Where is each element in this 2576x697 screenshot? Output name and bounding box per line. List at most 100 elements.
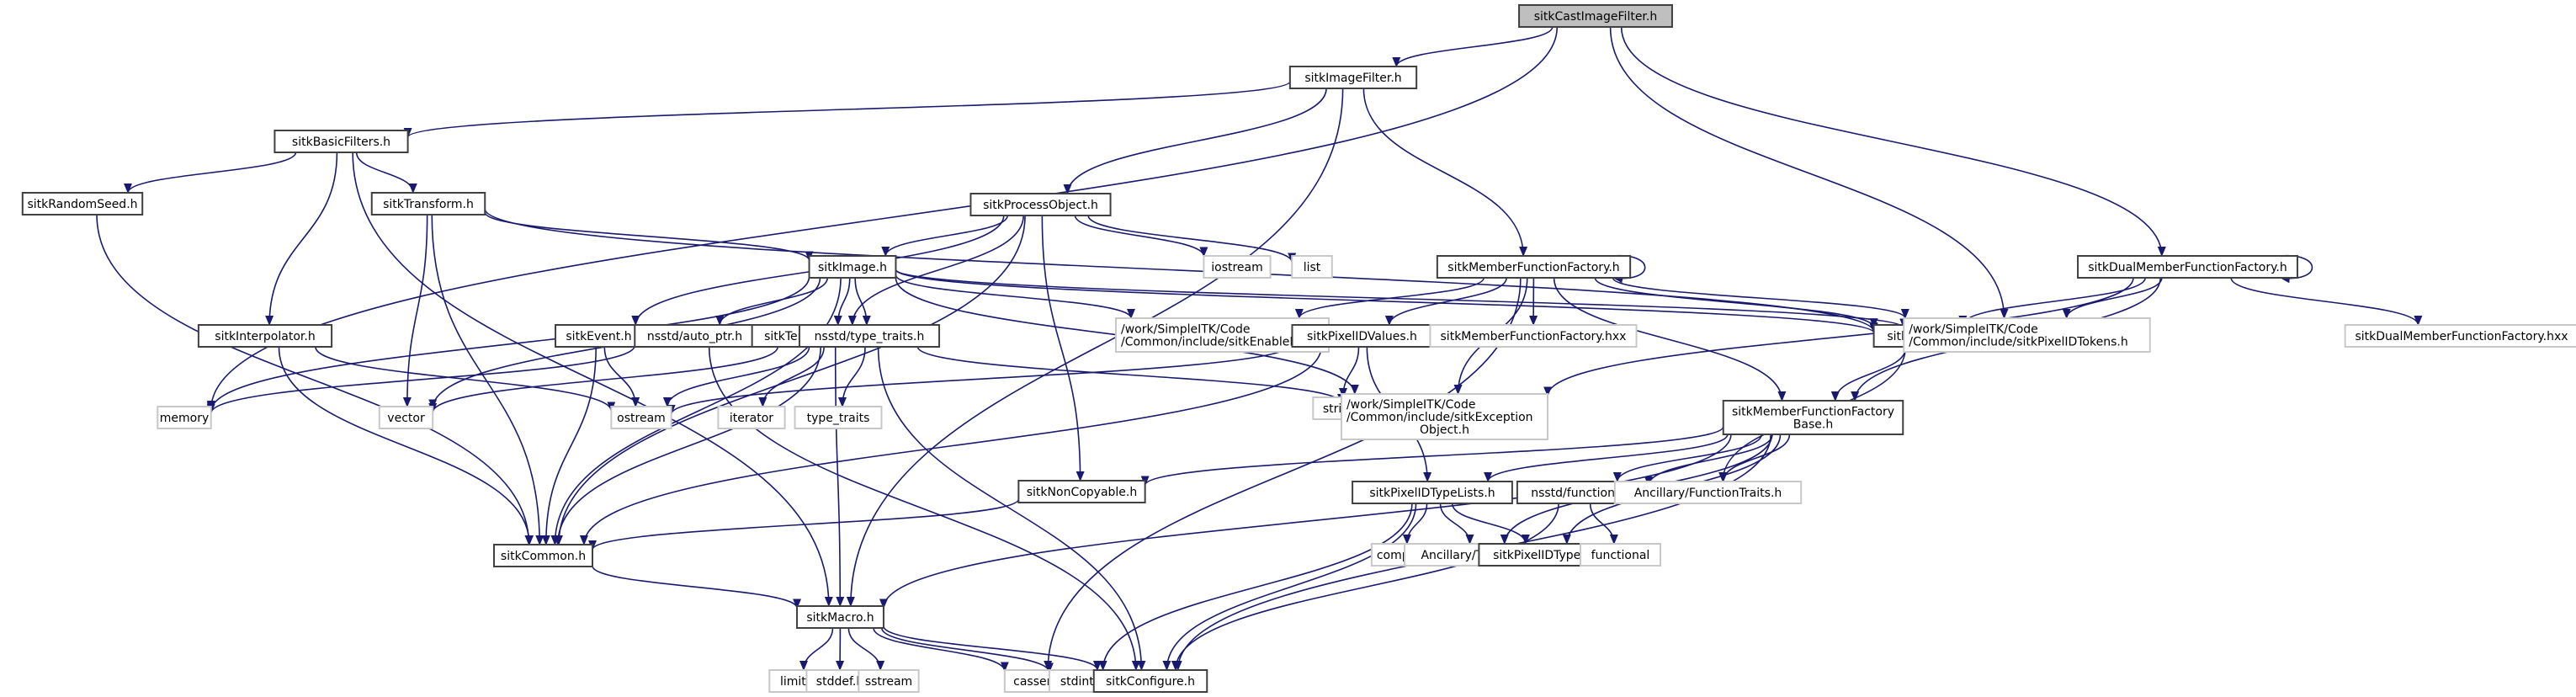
node-pixelidvalues[interactable]: sitkPixelIDValues.h [1291,324,1433,348]
node-label: sitkRandomSeed.h [27,198,137,211]
node-common[interactable]: sitkCommon.h [493,544,593,567]
node-pixelidtypelists[interactable]: sitkPixelIDTypeLists.h [1352,481,1513,504]
edge-typetraits_h-to-configure [877,346,1146,671]
node-exceptionobject: /work/SimpleITK/Code/Common/include/sitk… [1340,393,1549,440]
edge-basicfilters-to-randomseed [124,152,297,194]
node-label: sitkDualMemberFunctionFactory.hxx [2355,330,2568,343]
edge-cast-to-imagefilter [1392,26,1554,67]
nodes-layer: sitkCastImageFilter.h sitkImageFilter.h si… [21,4,2576,693]
node-box [1436,255,1632,279]
node-label: sitkDualMemberFunctionFactory.h [2088,261,2287,274]
edge-basicfilters-to-transform [355,152,417,194]
edge-macro-to-configure [883,625,1102,671]
edge-pixelidvalues-to-ostream [667,343,1293,415]
node-label: sitkNonCopyable.h [1027,486,1138,499]
node-box [634,324,756,348]
node-box [1352,481,1513,504]
edge-macro-to-sstream [847,627,885,671]
node-label: /Common/include/sitkPixelIDTokens.h [1909,336,2127,349]
node-randomseed[interactable]: sitkRandomSeed.h [21,192,144,215]
node-label: cassert [1013,675,1056,689]
node-box [1340,393,1549,440]
edge-macro-to-limits [799,627,834,671]
node-macro[interactable]: sitkMacro.h [796,605,884,629]
node-label: sitkMacro.h [806,611,874,625]
edge-mff-to-pixelidvalues [1384,277,1507,326]
node-label: sitkMemberFunctionFactory [1732,406,1894,419]
edge-image-to-typetraits_h [854,277,871,326]
node-transform[interactable]: sitkTransform.h [370,192,486,215]
node-interpolator[interactable]: sitkInterpolator.h [197,324,333,348]
edge-randomseed-to-common [96,214,534,545]
node-box [858,669,920,693]
node-label: nsstd/auto_ptr.h [647,330,742,343]
node-autoptr[interactable]: nsstd/auto_ptr.h [634,324,756,348]
edge-imagefilter-to-mff [1362,88,1528,257]
edge-event-to-common [541,346,598,545]
node-mff[interactable]: sitkMemberFunctionFactory.h [1436,255,1632,279]
edge-functional_h-to-configure [1171,503,1559,671]
edge-pixelidtypelists-to-stdint [1098,503,1413,671]
node-label: type_traits [807,412,870,425]
node-event[interactable]: sitkEvent.h [555,324,643,348]
node-dmff[interactable]: sitkDualMemberFunctionFactory.h [2077,255,2298,279]
edge-processobject-to-iostream [1074,215,1208,258]
edge-autoptr-to-configure [708,346,1140,671]
edge-templatefunctions-to-exceptionobject [916,346,1346,404]
node-label: sstream [865,675,912,689]
edge-templatefunctions-to-macro [834,346,845,607]
edge-transform-to-vector [402,214,428,407]
node-label: Object.h [1420,423,1469,437]
node-label: Ancillary/FunctionTraits.h [1634,487,1782,500]
node-box [157,406,212,429]
node-label: sitkBasicFilters.h [292,136,390,149]
node-box [798,324,941,348]
node-box [796,605,884,629]
node-label: Base.h [1793,418,1833,432]
node-box [610,406,672,429]
node-label: ostream [617,412,666,425]
edge-transform-to-detail [484,208,1878,333]
node-box [2344,324,2576,348]
node-label: vector [387,412,425,425]
node-label: /Common/include/sitkEnableIf.h [1121,336,1308,349]
edge-processobject-to-list [1087,215,1297,263]
edge-templatefunctions-to-ostream [662,346,810,407]
edge-cast-to-pixelidtokens [1609,26,2009,319]
node-label: sitkPixelIDValues.h [1307,330,1417,343]
node-ostream: ostream [610,406,672,429]
node-box [21,192,144,215]
node-processobject[interactable]: sitkProcessObject.h [969,193,1112,216]
node-box [274,130,409,153]
edge-processobject-to-noncopyable [1041,215,1085,482]
node-box [1203,255,1272,279]
edge-image-to-detail [895,269,1878,334]
edge-templatefunctions-to-vector [428,346,778,413]
edge-templatefunctions-to-iterator [758,346,825,407]
node-imagefilter[interactable]: sitkImageFilter.h [1288,66,1418,89]
edge-detail-to-mffbase [1830,346,1907,402]
node-cast[interactable]: sitkCastImageFilter.h [1518,4,1673,28]
node-label: sitkCastImageFilter.h [1534,10,1657,24]
node-box [794,406,883,429]
node-functiontraits: Ancillary/FunctionTraits.h [1613,481,1803,504]
node-image[interactable]: sitkImage.h [808,255,897,279]
edge-image-to-pixelidtokens [895,269,1908,329]
node-box [378,406,434,429]
node-noncopyable[interactable]: sitkNonCopyable.h [1017,480,1146,503]
node-basicfilters[interactable]: sitkBasicFilters.h [274,130,409,153]
node-configure[interactable]: sitkConfigure.h [1092,669,1208,693]
edge-pixelidtypelists-to-typelist [1439,503,1474,545]
node-label: /work/SimpleITK/Code [1909,323,2038,337]
node-label: sitkProcessObject.h [983,199,1098,212]
edge-common-to-macro [592,565,801,609]
edge-interpolator-to-common [278,346,534,545]
node-box [1092,669,1208,693]
node-label: /work/SimpleITK/Code [1121,323,1251,337]
node-box [197,324,333,348]
node-typetraits_h[interactable]: nsstd/type_traits.h [798,324,941,348]
node-dmffhxx: sitkDualMemberFunctionFactory.hxx [2344,324,2576,348]
node-label: functional [1591,549,1650,562]
node-label: sitkPixelIDTypeLists.h [1369,487,1495,500]
